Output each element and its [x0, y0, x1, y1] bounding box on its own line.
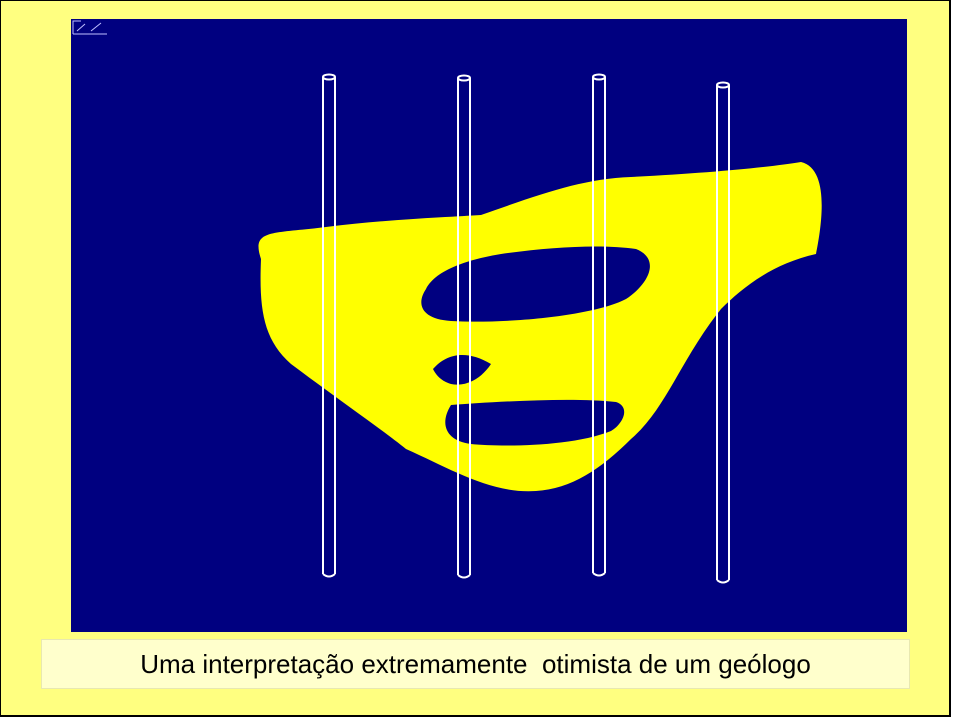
- well-2: [457, 74, 471, 579]
- well-3: [592, 73, 606, 577]
- ore-body: [258, 162, 822, 492]
- caption-box: Uma interpretação extremamente otimista …: [41, 639, 910, 689]
- well-1: [322, 73, 336, 578]
- geological-model-drawing: [258, 73, 822, 584]
- well-4: [716, 81, 730, 584]
- caption-text: Uma interpretação extremamente otimista …: [140, 648, 811, 679]
- cad-viewport: [71, 19, 907, 632]
- ucs-icon: [72, 20, 107, 35]
